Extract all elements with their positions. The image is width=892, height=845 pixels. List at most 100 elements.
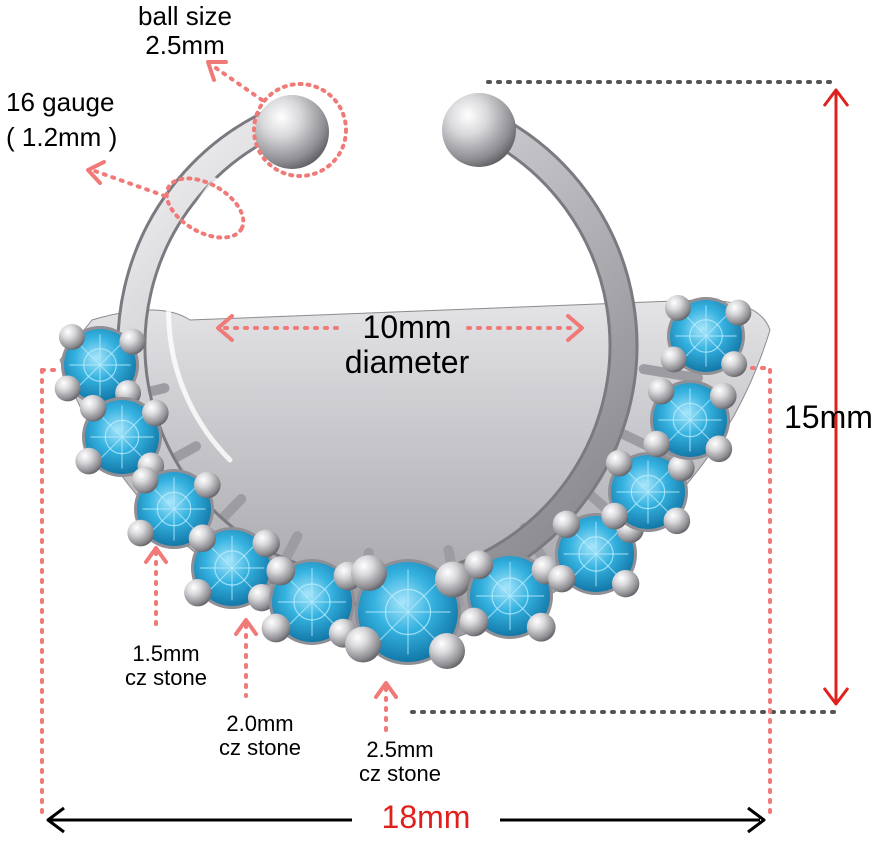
stone-facet-line [485, 571, 511, 597]
prong-ball [131, 466, 159, 494]
prong-ball [660, 346, 687, 373]
stone-facet-line [77, 342, 101, 366]
stone-facet-line [647, 469, 671, 493]
stone-small-size: 1.5mm [132, 641, 200, 666]
stone-facet-line [99, 414, 123, 438]
stone-small-label: 1.5mm cz stone [96, 641, 236, 690]
stone-medium-type: cz stone [219, 735, 301, 761]
stone-medium-label: 2.0mm cz stone [190, 711, 330, 761]
ball-size-title: ball size [138, 1, 232, 31]
stone-facet-line [151, 508, 175, 532]
prong-ball [193, 471, 221, 499]
diameter-value: 10mm [362, 309, 452, 345]
stone-table-facet [689, 319, 723, 353]
stone-facet-line [572, 530, 597, 555]
stone-facet-line [705, 313, 729, 337]
stone-facet-line [208, 544, 233, 569]
stone-facet-line [377, 611, 409, 643]
prong-ball [552, 510, 581, 539]
stone-facet-line [689, 397, 713, 421]
stone-table-facet [104, 419, 140, 455]
stone-large-arrowhead [374, 681, 398, 699]
stone-table-facet [384, 588, 432, 636]
prong-ball [141, 399, 169, 427]
stone-facet-line [407, 581, 439, 613]
stone-table-facet [156, 491, 192, 527]
stone-large-size: 2.5mm [366, 737, 434, 762]
stone-facet-line [173, 508, 197, 532]
stone-facet-line [625, 491, 649, 515]
stone-facet-line [208, 567, 233, 592]
stone-facet-line [667, 419, 691, 443]
gauge-value: ( 1.2mm ) [6, 121, 118, 152]
gauge-title: 16 gauge [6, 87, 115, 117]
stone-table-facet [214, 550, 250, 586]
stone-table-facet [578, 536, 614, 572]
height-arrow-top [822, 88, 850, 107]
prong-ball [705, 435, 733, 463]
stone-small-arrowhead [144, 546, 168, 564]
prong-ball [119, 328, 146, 355]
prong-ball [709, 382, 737, 410]
prong-ball [663, 507, 691, 535]
stone-facet-line [377, 581, 409, 613]
prong-ball [188, 524, 217, 553]
stone-table-facet [83, 348, 117, 382]
stone-facet-line [625, 469, 649, 493]
prong-ball [58, 323, 85, 350]
stone-facet-line [572, 553, 597, 578]
prong-ball [725, 299, 752, 326]
prong-ball [643, 430, 671, 458]
prong-ball [664, 294, 691, 321]
prong-ball [127, 519, 155, 547]
prong-ball [601, 502, 629, 530]
stone-facet-line [99, 364, 123, 388]
diameter-arrowhead-left [216, 314, 234, 342]
diameter-title: diameter [344, 344, 470, 381]
ball-size-leader [211, 64, 264, 102]
annotations [40, 60, 850, 834]
diameter-label: 10mm diameter [322, 309, 492, 381]
prong-ball [459, 607, 489, 637]
stone-facet-line [287, 601, 313, 627]
prong-ball [345, 626, 381, 663]
stone-facet-line [121, 436, 145, 460]
width-label: 18mm [381, 799, 471, 835]
stone-facet-line [485, 595, 511, 621]
prong-ball [435, 561, 471, 598]
width-arrowhead-right [747, 806, 766, 834]
height-arrow-bottom [822, 687, 850, 706]
ring-highlight [166, 177, 233, 463]
prong-ball [247, 583, 276, 612]
stone-facet-line [231, 567, 256, 592]
prong-ball [429, 633, 465, 669]
stone-facet-line [287, 577, 313, 603]
stone-facet-line [683, 335, 707, 359]
gauge-leader [90, 168, 167, 198]
prong-ball [79, 394, 107, 422]
prong-ball [605, 449, 633, 477]
stone-facet-line [173, 486, 197, 510]
stone-facet-line [311, 601, 337, 627]
stone-facet-line [77, 364, 101, 388]
stone-facet-line [99, 342, 123, 366]
prong-ball [351, 555, 387, 591]
ball-size-label: ball size 2.5mm [120, 2, 250, 59]
stone-facet-line [509, 571, 535, 597]
stone-table-facet [293, 583, 331, 621]
stone-facet-line [99, 436, 123, 460]
left-end-ball [255, 95, 329, 169]
height-label: 15mm [784, 399, 873, 435]
stone-medium-size: 2.0mm [226, 711, 294, 736]
stone-table-facet [491, 577, 529, 615]
prong-ball [667, 454, 695, 482]
stone-medium-arrowhead [234, 618, 258, 636]
prong-ball [526, 612, 556, 642]
stone-facet-line [595, 553, 620, 578]
prong-ball [75, 447, 103, 475]
prong-ball [464, 550, 494, 580]
stone-large-label: 2.5mm cz stone [330, 737, 470, 786]
prong-ball [252, 529, 280, 557]
stone-facet-line [231, 544, 256, 569]
